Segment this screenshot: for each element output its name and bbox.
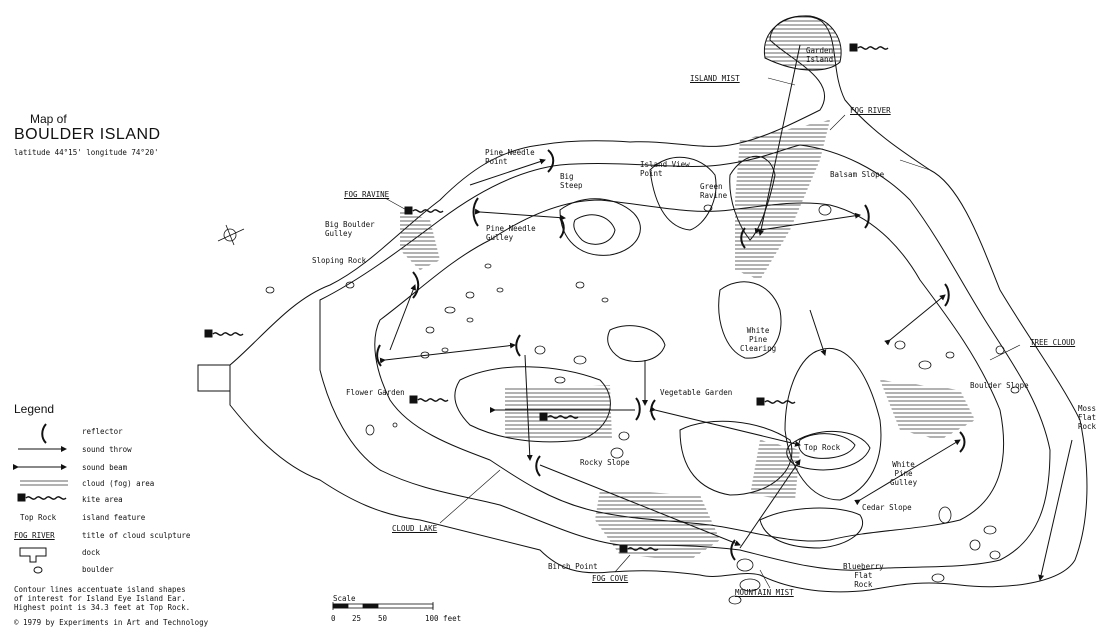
legend-cloud-area: cloud (fog) area: [82, 479, 155, 488]
label-mountain-mist: MOUNTAIN MIST: [735, 588, 794, 597]
scale-tick-100: 100 feet: [425, 614, 462, 623]
label-cedar-slope: Cedar Slope: [862, 503, 912, 512]
label-fog-cove: FOG COVE: [592, 574, 629, 583]
legend-title: Legend: [14, 402, 55, 416]
legend-sound-beam: sound beam: [82, 463, 128, 472]
legend-sample-title: FOG RIVER: [14, 531, 55, 540]
garden-island: [763, 15, 842, 71]
scale-label: Scale: [333, 594, 356, 603]
label-green-ravine: Green Ravine: [700, 182, 728, 200]
contour-note: Contour lines accentuate island shapes o…: [14, 585, 191, 612]
scale-bar: [332, 602, 434, 610]
scale-tick-0: 0: [331, 614, 336, 623]
label-garden-island: Garden Island: [806, 46, 834, 64]
legend-kite-area: kite area: [82, 495, 123, 504]
legend-sound-throw: sound throw: [82, 445, 132, 454]
legend-sample-feature: Top Rock: [20, 513, 57, 522]
island-coastline: [229, 15, 1088, 593]
label-pine-needle-gulley: Pine Needle Gulley: [486, 224, 536, 242]
legend-symbols: [13, 423, 68, 574]
label-balsam-slope: Balsam Slope: [830, 170, 885, 179]
label-blueberry-flat-rock: Blueberry Flat Rock: [843, 562, 884, 589]
label-birch-point: Birch Point: [548, 562, 598, 571]
reflectors: [376, 149, 966, 561]
scale-tick-25: 25: [352, 614, 362, 623]
label-island-view-point: Island View Point: [640, 160, 690, 178]
label-flower-garden: Flower Garden: [346, 388, 405, 397]
label-tree-cloud: TREE CLOUD: [1030, 338, 1076, 347]
label-moss-flat-rock: Moss Flat Rock: [1078, 404, 1097, 431]
label-top-rock: Top Rock: [804, 443, 841, 452]
kite-areas: [204, 43, 889, 553]
label-vegetable-garden: Vegetable Garden: [660, 388, 733, 397]
legend-cloud-sculpture-title: title of cloud sculpture: [82, 531, 191, 540]
label-big-boulder-gulley: Big Boulder Gulley: [325, 220, 375, 238]
boulders: [265, 204, 1020, 605]
scale-tick-50: 50: [378, 614, 388, 623]
compass-rose: [217, 224, 245, 246]
label-white-pine-gulley: White Pine Gulley: [890, 460, 918, 487]
label-white-pine-clearing: White Pine Clearing: [740, 326, 777, 353]
legend-reflector: reflector: [82, 427, 123, 436]
label-sloping-rock: Sloping Rock: [312, 256, 367, 265]
legend-island-feature: island feature: [82, 513, 146, 522]
dock: [197, 364, 231, 392]
label-island-mist: ISLAND MIST: [690, 74, 740, 83]
label-fog-river: FOG RIVER: [850, 106, 891, 115]
label-boulder-slope: Boulder Slope: [970, 381, 1029, 390]
map-title-line1: Map of: [30, 112, 67, 126]
label-rocky-slope: Rocky Slope: [580, 458, 630, 467]
label-cloud-lake: CLOUD LAKE: [392, 524, 438, 533]
label-fog-ravine: FOG RAVINE: [344, 190, 390, 199]
legend-boulder: boulder: [82, 565, 114, 574]
legend-dock: dock: [82, 548, 101, 557]
map-coordinates: latitude 44°15' longitude 74°20': [14, 148, 159, 157]
fog-areas: [400, 120, 975, 560]
label-pine-needle-point: Pine Needle Point: [485, 148, 535, 166]
copyright: © 1979 by Experiments in Art and Technol…: [14, 618, 209, 627]
label-big-steep: Big Steep: [560, 172, 583, 190]
map-title: BOULDER ISLAND: [14, 126, 161, 143]
